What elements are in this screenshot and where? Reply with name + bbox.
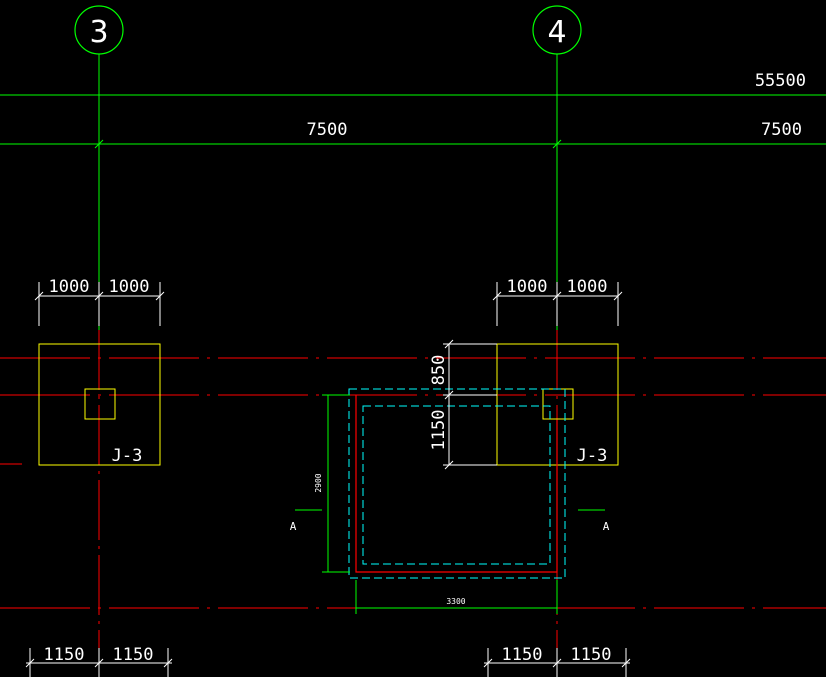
section-left-label: A [290,520,297,533]
footing-right-top-dims [492,282,623,326]
pit-width-dim [355,580,558,614]
footing-right-dim-right: 1000 [567,277,608,297]
bay-dim-right-text: 7500 [761,120,802,140]
footing-left[interactable]: J-3 [38,343,161,466]
bay-tick-3 [94,139,104,149]
bay-tick-4 [552,139,562,149]
overall-dim-text: 55500 [755,71,806,91]
axis-4-bubble: 4 [532,5,582,55]
axis-4-label: 4 [547,15,566,50]
footing-right-label: J-3 [577,446,608,466]
footing-left-top-dims [34,282,165,326]
pit-height-text: 2900 [314,473,323,492]
axis-3-bubble: 3 [74,5,124,55]
bottom-dim-right-2: 1150 [571,645,612,665]
bottom-dim-left-1: 1150 [44,645,85,665]
pit[interactable] [348,388,566,579]
footing-right-dim-left: 1000 [507,277,548,297]
footing-left-label: J-3 [112,446,143,466]
bay-dim-left-text: 7500 [307,120,348,140]
footing-left-dim-right: 1000 [109,277,150,297]
pit-height-dim [322,394,350,573]
footing-left-dim-left: 1000 [49,277,90,297]
pit-top-dim-text: 850 [429,355,449,386]
axis-3-label: 3 [89,15,108,50]
pit-width-text: 3300 [446,597,465,606]
section-right-label: A [603,520,610,533]
bottom-dim-left-2: 1150 [113,645,154,665]
pit-vertical-dims [443,339,497,470]
bottom-dim-right-1: 1150 [502,645,543,665]
bottom-dims-left [25,648,173,677]
pit-mid-dim-text: 1150 [429,410,449,451]
bottom-dims-right [483,648,631,677]
